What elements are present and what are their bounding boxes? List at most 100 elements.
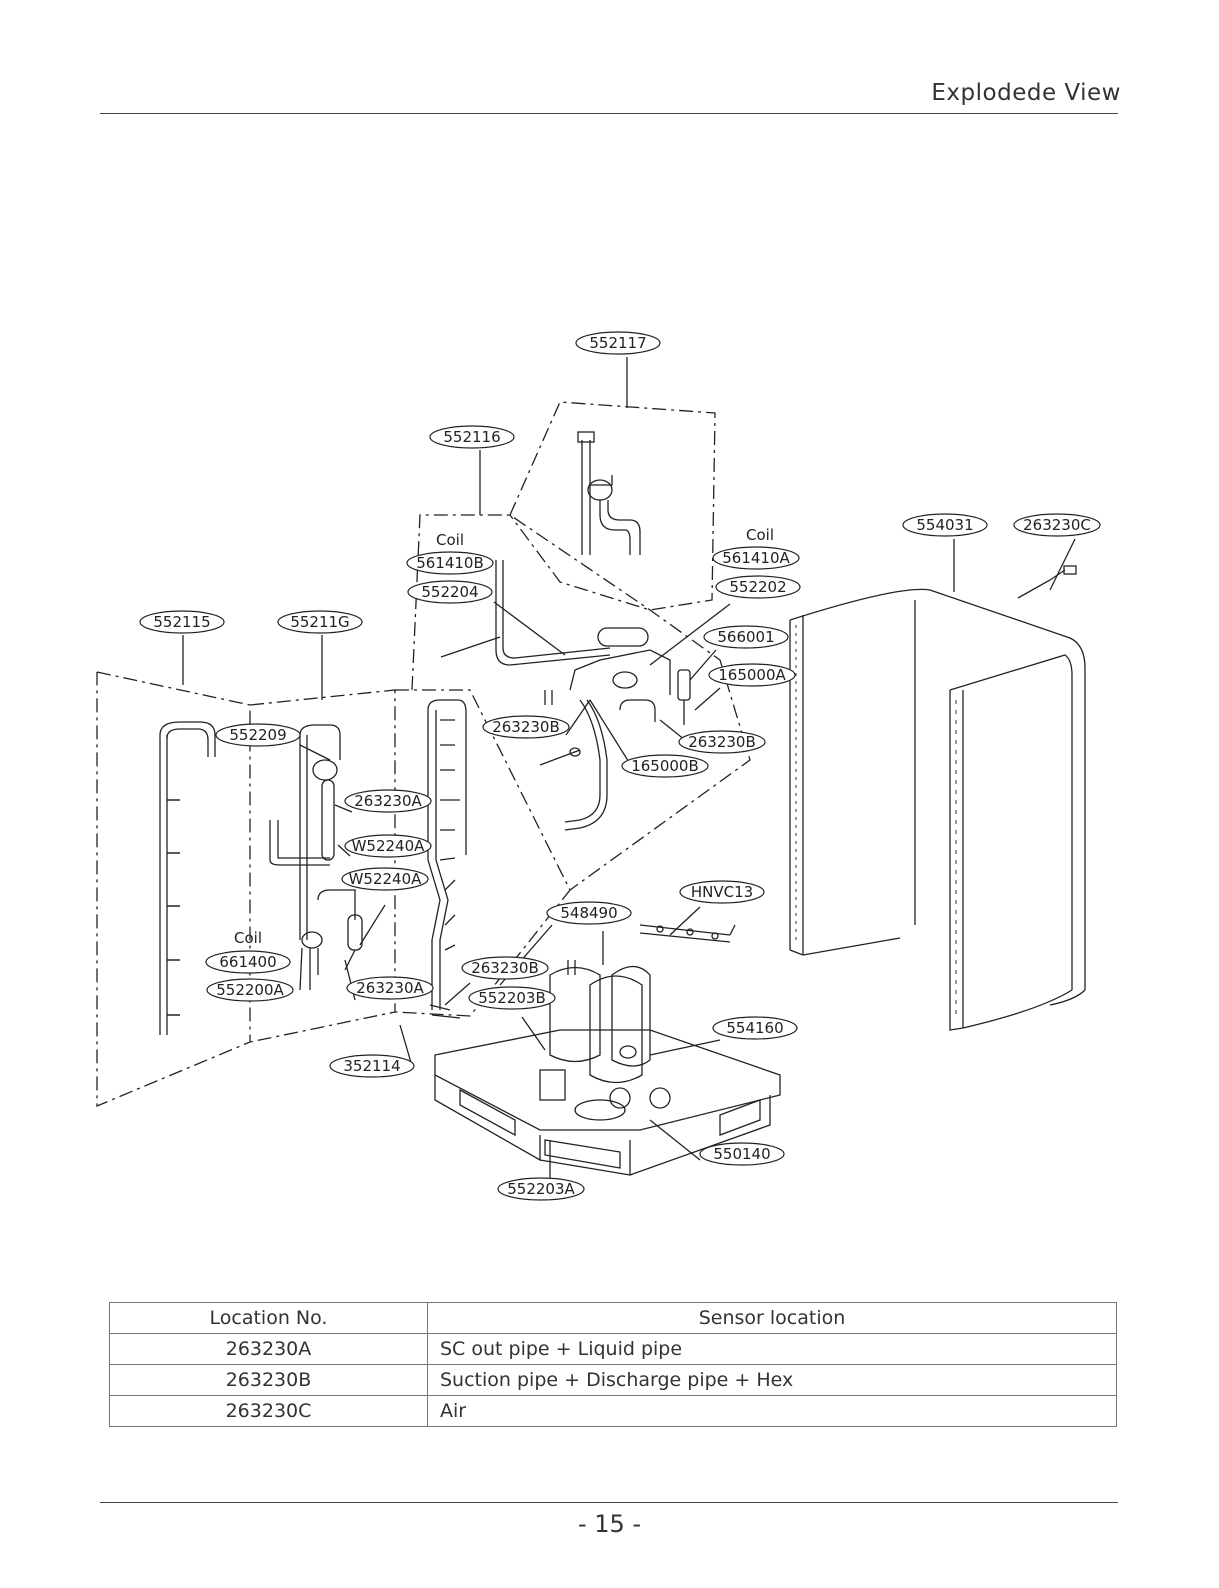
callout-label: 552117 — [589, 334, 646, 352]
callout-oval — [708, 663, 796, 687]
leader-lines — [182, 357, 1076, 1190]
callout-label: 554160 — [726, 1019, 783, 1037]
callout-oval — [277, 610, 363, 634]
exploded-view-diagram: 552117 552116 561410B 552204 561410A 552202 56… — [96, 331, 1101, 1201]
callout-label: 561410B — [416, 554, 484, 572]
pipe-bundle-352114 — [427, 699, 467, 1019]
location-cell: 263230B — [109, 1364, 428, 1396]
callout-oval — [329, 1054, 415, 1078]
part-callout: 552117 — [575, 331, 661, 355]
callout-label: 661400 — [219, 953, 276, 971]
callout-oval — [902, 513, 988, 537]
part-callout: 552202 — [715, 575, 801, 599]
callout-label: 552200A — [216, 981, 284, 999]
callout-label: 550140 — [713, 1145, 770, 1163]
callout-label: 263230B — [492, 718, 560, 736]
part-callout: 263230A — [344, 789, 432, 813]
callout-label: 566001 — [717, 628, 774, 646]
part-callout: 552204 — [407, 580, 493, 604]
location-cell: 263230C — [109, 1395, 428, 1427]
callout-label: 263230B — [471, 959, 539, 977]
column-header-sensor: Sensor location — [427, 1302, 1117, 1334]
callout-label: 55211G — [290, 613, 349, 631]
harness-HNVC13 — [639, 924, 736, 943]
callout-label: 263230A — [356, 979, 424, 997]
subcooler-assembly-55211G — [269, 724, 363, 991]
part-callout: 263230A — [346, 976, 434, 1000]
callout-label: 165000B — [631, 757, 699, 775]
callout-label: W52240A — [352, 837, 426, 855]
part-callout: 263230B — [482, 715, 570, 739]
sensor-cell: Suction pipe + Discharge pipe + Hex — [427, 1364, 1117, 1396]
callout-oval — [429, 425, 515, 449]
callout-oval — [703, 625, 789, 649]
table-header-row: Location No. Sensor location — [109, 1302, 1117, 1334]
part-callout: 561410B — [406, 551, 494, 575]
coil-label: Coil — [234, 929, 262, 947]
sensor-location-table: Location No. Sensor location 263230A SC … — [109, 1302, 1117, 1427]
header-rule — [100, 113, 1118, 114]
compressor-and-base — [434, 960, 781, 1176]
pipe-552115 — [159, 721, 216, 1035]
callout-label: 554031 — [916, 516, 973, 534]
callout-oval — [712, 1016, 798, 1040]
part-callout: 55211G — [277, 610, 363, 634]
callout-oval — [575, 331, 661, 355]
callout-oval — [461, 956, 549, 980]
part-callout: 566001 — [703, 625, 789, 649]
part-callout: HNVC13 — [679, 880, 765, 904]
callout-oval — [712, 546, 800, 570]
coil-label: Coil — [436, 531, 464, 549]
part-callout: 552209 — [215, 723, 301, 747]
air-sensor-263230C — [1017, 565, 1077, 599]
callout-oval — [206, 978, 294, 1002]
part-callout: 552203A — [497, 1177, 585, 1201]
callout-label: 552116 — [443, 428, 500, 446]
part-callout: 550140 — [699, 1142, 785, 1166]
heat-exchanger-554031 — [789, 588, 1086, 1031]
part-callout: 554031 — [902, 513, 988, 537]
callout-label: 552202 — [729, 578, 786, 596]
callout-oval — [1013, 513, 1101, 537]
part-callout: 263230B — [678, 730, 766, 754]
callout-oval — [406, 551, 494, 575]
part-callout: 263230C — [1013, 513, 1101, 537]
callout-oval — [215, 723, 301, 747]
callout-label: 552115 — [153, 613, 210, 631]
callout-label: 263230A — [354, 792, 422, 810]
part-callout: W52240A — [341, 867, 429, 891]
location-cell: 263230A — [109, 1333, 428, 1365]
table-row: 263230C Air — [109, 1395, 1117, 1427]
callout-oval — [679, 880, 765, 904]
callout-oval — [497, 1177, 585, 1201]
callout-layer: 552117 552116 561410B 552204 561410A 552202 56… — [139, 331, 1101, 1201]
part-callout: 548490 — [546, 901, 632, 925]
table-row: 263230A SC out pipe + Liquid pipe — [109, 1333, 1117, 1365]
sensor-cell: SC out pipe + Liquid pipe — [427, 1333, 1117, 1365]
coil-label: Coil — [746, 526, 774, 544]
page-number: - 15 - — [577, 1510, 642, 1538]
callout-oval — [205, 950, 291, 974]
group-boundaries — [96, 401, 751, 1107]
callout-oval — [344, 789, 432, 813]
callout-label: 165000A — [718, 666, 786, 684]
table-row: 263230B Suction pipe + Discharge pipe + … — [109, 1364, 1117, 1396]
part-callout: 661400 — [205, 950, 291, 974]
callout-label: 263230B — [688, 733, 756, 751]
part-callout: W52240A — [344, 834, 432, 858]
callout-label: W52240A — [349, 870, 423, 888]
part-callout: 552115 — [139, 610, 225, 634]
part-callout: 554160 — [712, 1016, 798, 1040]
callout-oval — [346, 976, 434, 1000]
callout-label: 352114 — [343, 1057, 400, 1075]
part-callout: 552203B — [468, 986, 556, 1010]
sensor-cell: Air — [427, 1395, 1117, 1427]
part-callout: 165000B — [621, 754, 709, 778]
callout-label: 263230C — [1023, 516, 1091, 534]
callout-oval — [715, 575, 801, 599]
callout-label: 548490 — [560, 904, 617, 922]
page-header-title: Explodede View — [931, 80, 1121, 106]
callout-oval — [341, 867, 429, 891]
callout-label: HNVC13 — [691, 883, 753, 901]
part-callout: 561410A — [712, 546, 800, 570]
